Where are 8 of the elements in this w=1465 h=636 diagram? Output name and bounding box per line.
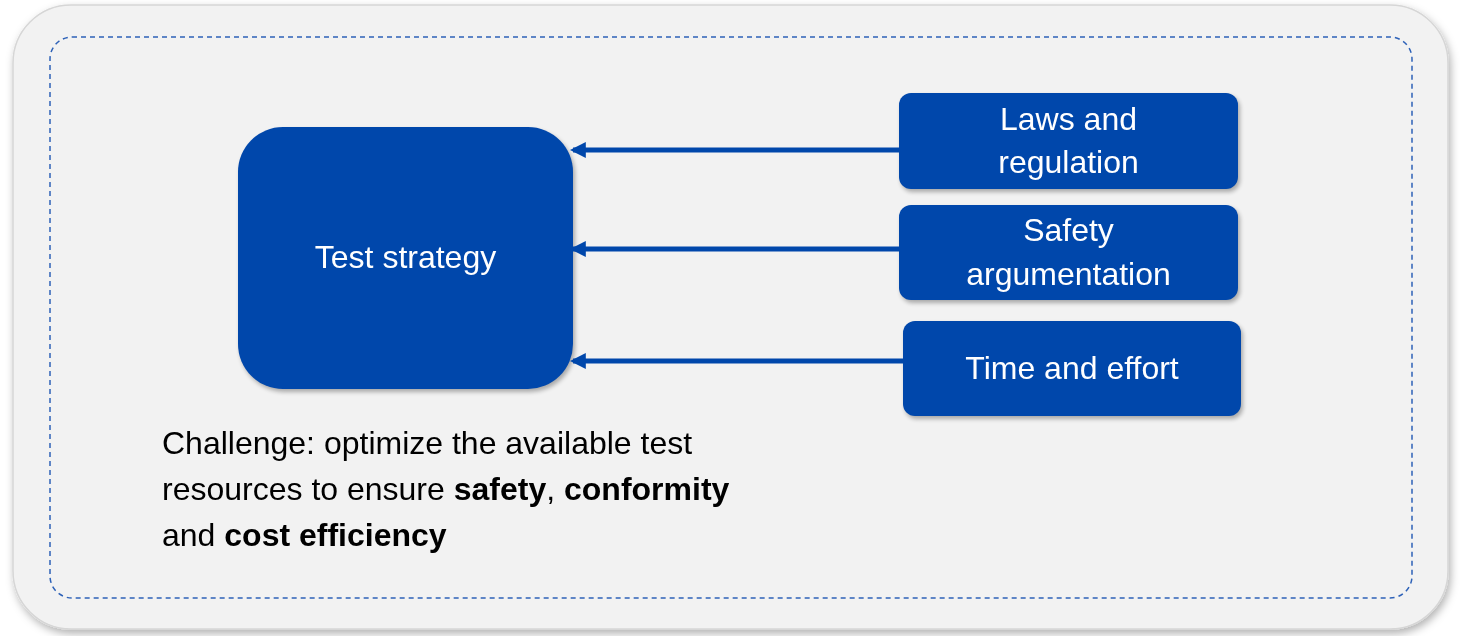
strategy-box: Test strategy [238, 127, 573, 389]
arrow [569, 142, 899, 158]
factor-box: Safety argumentation [899, 205, 1238, 300]
arrow [569, 241, 899, 257]
factor-box: Laws and regulation [899, 93, 1238, 189]
arrow [569, 353, 903, 369]
challenge-note: Challenge: optimize the available test resources to ensure safety, conformity and cost efficiency [162, 424, 731, 555]
factor-box: Time and effort [903, 321, 1241, 416]
